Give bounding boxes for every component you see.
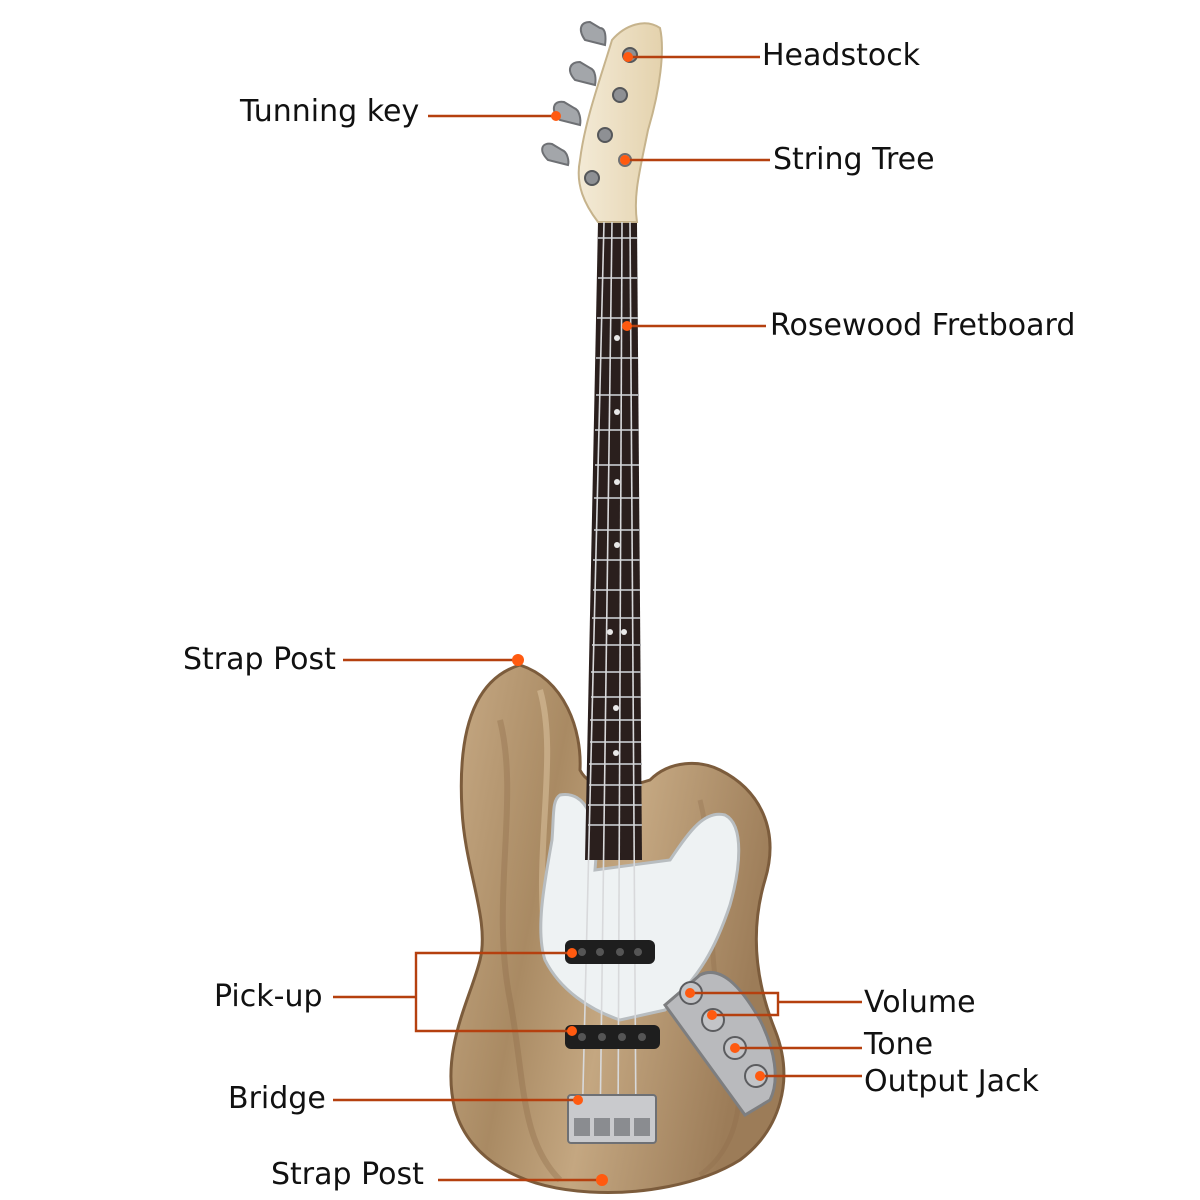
label-headstock: Headstock (762, 38, 921, 73)
dot-strap-post-top (512, 654, 524, 666)
label-rosewood-fretboard: Rosewood Fretboard (770, 308, 1076, 343)
dot-volume-1 (685, 988, 695, 998)
label-strap-post-top: Strap Post (183, 642, 336, 677)
leader-pickup-bracket (414, 951, 572, 1033)
label-output-jack: Output Jack (864, 1064, 1039, 1099)
dot-volume-2 (707, 1010, 717, 1020)
leader-lines (333, 55, 862, 1182)
dot-fretboard (622, 321, 632, 331)
strings (581, 221, 637, 1131)
frets (588, 237, 642, 826)
label-tuning-key: Tunning key (240, 94, 420, 129)
bridge-pickup (565, 1025, 660, 1049)
tuning-keys (541, 20, 607, 167)
dot-headstock (623, 52, 633, 62)
label-string-tree: String Tree (773, 142, 935, 177)
wood-grain (497, 719, 563, 1183)
dot-pickup-neck (567, 948, 577, 958)
neck-pickup (565, 940, 655, 964)
leader-volume-bracket (690, 991, 862, 1017)
dot-pickup-bridge (567, 1026, 577, 1036)
dot-tuning-key (551, 111, 561, 121)
callout-dots (512, 52, 765, 1186)
headstock-shape (577, 22, 663, 223)
label-tone: Tone (864, 1027, 934, 1062)
dot-output-jack (755, 1071, 765, 1081)
label-strap-post-bottom: Strap Post (271, 1157, 424, 1192)
fretboard (585, 222, 642, 860)
dot-bridge (573, 1095, 583, 1105)
dot-string-tree (620, 155, 630, 165)
label-bridge: Bridge (228, 1081, 326, 1116)
dot-tone (730, 1043, 740, 1053)
label-volume: Volume (864, 985, 976, 1020)
label-pick-up: Pick-up (214, 979, 323, 1014)
dot-strap-post-bottom (596, 1174, 608, 1186)
fret-inlays (607, 335, 627, 756)
